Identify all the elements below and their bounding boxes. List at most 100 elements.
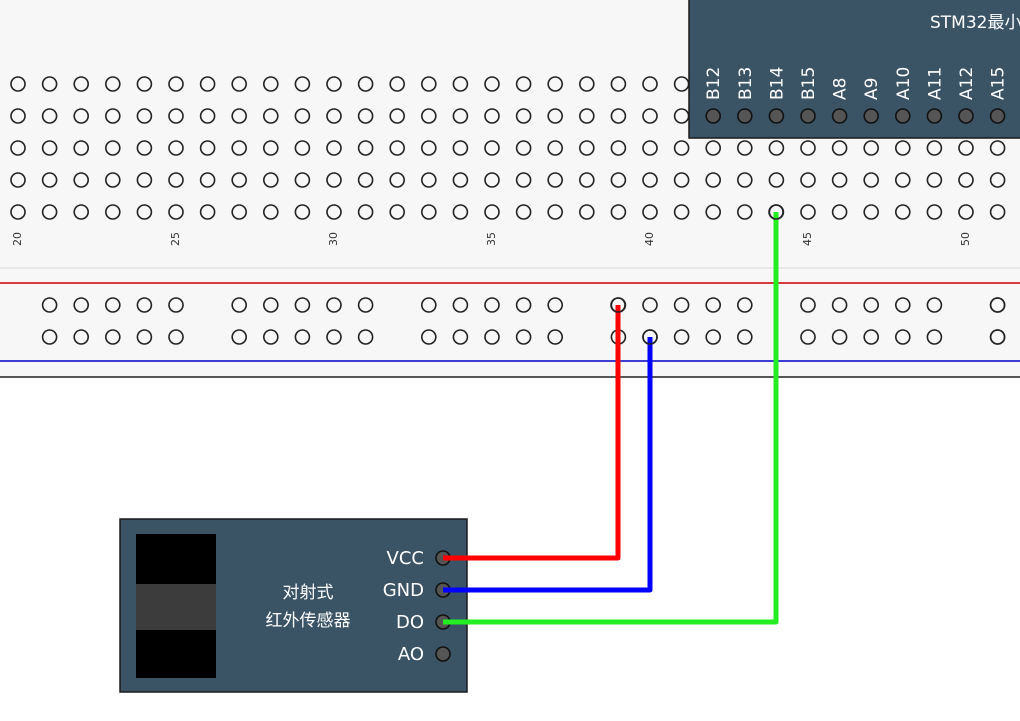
rail-hole: [357, 297, 374, 313]
breadboard-hole: [199, 204, 216, 220]
breadboard-hole: [262, 108, 279, 124]
breadboard-holes: [10, 76, 1006, 345]
breadboard-hole: [357, 172, 374, 188]
rail-hole: [73, 297, 89, 313]
stm32-pin-a15: [989, 108, 1006, 124]
rail-hole: [831, 329, 848, 345]
breadboard-hole: [673, 172, 690, 188]
rail-hole: [736, 297, 753, 313]
column-label: 30: [327, 232, 340, 246]
breadboard-hole: [831, 172, 848, 188]
breadboard-hole: [168, 76, 184, 92]
breadboard-hole: [515, 172, 532, 188]
breadboard-hole: [894, 140, 911, 156]
rail-hole: [41, 329, 58, 345]
breadboard-hole: [894, 204, 911, 220]
breadboard-hole: [420, 172, 437, 188]
rail-hole: [484, 329, 500, 345]
breadboard-hole: [642, 108, 658, 124]
breadboard-hole: [294, 108, 311, 124]
rail-hole: [484, 297, 500, 313]
wires: [443, 212, 779, 625]
breadboard-hole: [420, 140, 437, 156]
breadboard-hole: [578, 140, 595, 156]
sensor-name-line1: 对射式: [283, 583, 334, 603]
breadboard-hole: [73, 140, 89, 156]
rail-hole: [894, 329, 911, 345]
breadboard-hole: [768, 172, 785, 188]
breadboard-hole: [41, 172, 58, 188]
wire-do: [443, 212, 779, 625]
breadboard-hole: [989, 140, 1006, 156]
vcc-endpoint-hole: [610, 297, 626, 313]
column-label: 25: [169, 232, 182, 246]
breadboard-hole: [389, 140, 406, 156]
breadboard-hole: [294, 204, 311, 220]
breadboard-hole: [863, 172, 880, 188]
rail-hole: [989, 329, 1006, 345]
breadboard-hole: [673, 204, 690, 220]
breadboard-hole: [262, 140, 279, 156]
breadboard-hole: [326, 140, 342, 156]
breadboard-hole: [420, 204, 437, 220]
sensor-name-line2: 红外传感器: [266, 611, 351, 631]
breadboard-hole: [578, 76, 595, 92]
rail-hole: [515, 329, 532, 345]
wire-vcc: [443, 305, 621, 561]
breadboard-hole: [199, 172, 216, 188]
breadboard-hole: [73, 108, 89, 124]
rail-hole: [262, 329, 279, 345]
breadboard-hole: [136, 76, 153, 92]
rail-hole: [800, 297, 816, 313]
breadboard-hole: [736, 140, 753, 156]
breadboard-hole: [484, 172, 500, 188]
stm32-pin-label: A9: [862, 78, 882, 100]
sensor-pin-ao: [435, 646, 451, 662]
breadboard-hole: [73, 76, 89, 92]
breadboard-hole: [262, 76, 279, 92]
column-label: 35: [485, 232, 498, 246]
breadboard-hole: [484, 108, 500, 124]
rail-hole: [547, 329, 564, 345]
breadboard-hole: [357, 108, 374, 124]
breadboard-hole: [105, 172, 121, 188]
breadboard-hole: [73, 172, 89, 188]
rail-hole: [800, 329, 816, 345]
breadboard-hole: [105, 76, 121, 92]
breadboard-hole: [547, 76, 564, 92]
breadboard-hole: [389, 76, 406, 92]
breadboard-hole: [10, 140, 26, 156]
rail-hole: [357, 329, 374, 345]
rail-hole: [294, 297, 311, 313]
breadboard-hole: [831, 140, 848, 156]
rail-hole: [894, 297, 911, 313]
stm32-title: STM32最小: [930, 13, 1020, 33]
rail-hole: [863, 297, 880, 313]
breadboard-hole: [357, 76, 374, 92]
rail-hole: [673, 329, 690, 345]
rail-hole: [231, 329, 247, 345]
rail-hole: [136, 329, 153, 345]
rail-hole: [420, 329, 437, 345]
breadboard-hole: [452, 140, 469, 156]
breadboard-hole: [958, 172, 974, 188]
rail-hole: [452, 329, 469, 345]
rail-hole: [231, 297, 247, 313]
stm32-pin-b13: [736, 108, 753, 124]
stm32-pin-label: A11: [925, 67, 945, 100]
rail-hole: [73, 329, 89, 345]
breadboard-hole: [800, 140, 816, 156]
breadboard-hole: [389, 172, 406, 188]
stm32-pin-label: A8: [831, 78, 851, 100]
rail-hole: [515, 297, 532, 313]
breadboard-hole: [926, 204, 943, 220]
rail-hole: [642, 297, 658, 313]
breadboard-hole: [389, 108, 406, 124]
breadboard-hole: [294, 140, 311, 156]
rail-hole: [989, 297, 1006, 313]
rail-hole: [547, 297, 564, 313]
breadboard-hole: [105, 140, 121, 156]
